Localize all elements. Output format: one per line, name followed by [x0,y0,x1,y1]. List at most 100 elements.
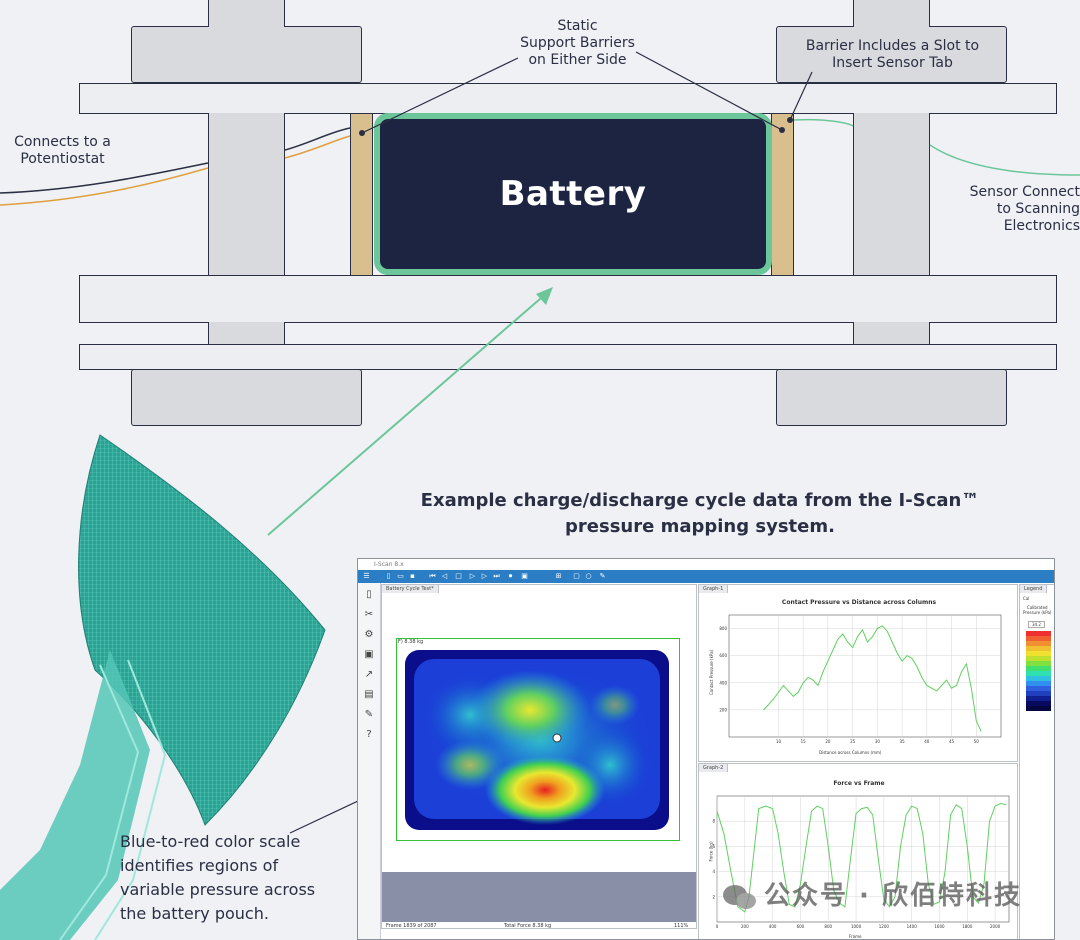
pencil-icon[interactable]: ✎ [364,709,374,720]
next-frame-icon[interactable]: ▷ [481,572,488,580]
y-tick-label: 400 [719,680,727,685]
y-tick-label: 800 [719,626,727,631]
window-title: I-Scan 8.x [358,559,1054,570]
x-tick-label: 1000 [851,924,862,929]
document-icon[interactable]: ▯ [366,589,372,600]
legend-color-cell [1026,686,1051,691]
force-label: F) 8.38 kg [398,639,424,645]
legend-color-cell [1026,661,1051,666]
pressure-map [405,650,669,830]
plot-frame [728,614,1002,738]
legend-color-cell [1026,651,1051,656]
x-tick-label: 40 [924,739,930,744]
movie-panel: Battery Cycle Test* F) 8.38 kg Frame 183… [381,584,697,929]
left-toolbar: ▯ ✂ ⚙ ▣ ↗ ▤ ✎ ? [358,583,381,939]
watermark: 公众号 · 欣佰特科技 [722,875,1022,912]
y-tick-label: 8 [712,819,715,824]
rect-select-icon[interactable]: ▢ [573,572,580,580]
save-icon[interactable]: ▪ [410,572,415,580]
graph1-tab[interactable]: Graph-1 [699,585,729,593]
left-post-lower [208,322,285,345]
grid-view-icon[interactable]: ⊞ [555,572,562,580]
battery-label: Battery [499,174,647,214]
leader-slot [789,71,813,121]
graph2-title: Force vs Frame [833,780,885,787]
sensor-note: Sensor Connect to Scanning Electronics [969,184,1080,234]
x-tick-label: 800 [824,924,832,929]
bottom-left-clamp-block [131,369,362,426]
graph2-ylabel: Force (kg) [708,841,714,862]
top-plate [79,83,1057,114]
legend-color-cell [1026,691,1051,696]
graph-icon[interactable]: ↗ [364,669,374,680]
x-tick-label: 10 [776,739,782,744]
slot-note: Barrier Includes a Slot to Insert Sensor… [805,38,980,71]
legend-color-cell [1026,631,1051,636]
x-tick-label: 1600 [934,924,945,929]
legend-color-cell [1026,696,1051,701]
wechat-icon [723,884,756,909]
right-post-lower [853,322,930,345]
legend-color-cell [1026,701,1051,706]
legend-color-cell [1026,656,1051,661]
left-post-top [208,0,285,27]
potentiostat-wire-orange [0,135,351,206]
legend-tab[interactable]: Legend [1020,585,1048,593]
x-tick-label: 30 [875,739,881,744]
legend-value: 34.2 [1028,621,1045,628]
legend-color-cell [1026,646,1051,651]
ellipse-select-icon[interactable]: ○ [585,572,592,580]
x-tick-label: 25 [850,739,856,744]
y-tick-label: 6 [712,844,715,849]
legend-color-cell [1026,706,1051,711]
graph2-tab[interactable]: Graph-2 [699,764,729,772]
graph1-xlabel: Distance across Columns (mm) [819,750,882,755]
settings-icon[interactable]: ⚙ [364,629,374,640]
x-tick-label: 15 [801,739,807,744]
x-tick-label: 35 [900,739,906,744]
last-frame-icon[interactable]: ⏭ [493,572,500,580]
x-tick-label: 20 [825,739,831,744]
graph1-title: Contact Pressure vs Distance across Colu… [781,599,937,606]
record-icon[interactable]: ⏺ [508,572,513,580]
image-icon[interactable]: ▣ [364,649,374,660]
x-tick-label: 45 [949,739,955,744]
x-tick-label: 200 [741,924,749,929]
x-tick-label: 1800 [962,924,973,929]
open-folder-icon[interactable]: ▭ [397,572,404,580]
movie-tab[interactable]: Battery Cycle Test* [382,585,439,593]
base-plate [79,344,1057,370]
picture-icon[interactable]: ▤ [364,689,374,700]
legend-color-cell [1026,636,1051,641]
pressure-sensor-film-image [0,434,326,940]
color-scale-note: Blue-to-red color scale identifies regio… [120,832,316,923]
menu-icon[interactable]: ☰ [363,572,370,580]
right-post-middle [853,113,930,276]
prev-frame-icon[interactable]: ◁ [441,572,448,580]
new-file-icon[interactable]: ▯ [386,572,391,580]
help-icon[interactable]: ? [366,729,372,740]
lasso-icon[interactable]: ✎ [599,572,606,580]
series-line [763,625,982,732]
stop-icon[interactable]: □ [455,572,462,580]
sensor-pointer-arrow [267,291,549,536]
play-icon[interactable]: ▷ [469,572,476,580]
y-tick-label: 600 [719,653,727,658]
potentiostat-wire-dark [0,127,351,194]
wrench-icon[interactable]: ✂ [364,609,374,620]
lower-plate [79,275,1057,323]
zoom-status: 111% [674,923,689,929]
static-barriers-note: Static Support Barriers on Either Side [520,18,635,68]
sensor-wire [793,118,1080,176]
left-post-middle [208,113,285,276]
x-tick-label: 0 [716,924,719,929]
battery: Battery [374,113,772,275]
frame-status: Frame 1839 of 2087 [386,923,437,929]
x-tick-label: 1200 [879,924,890,929]
x-tick-label: 400 [769,924,777,929]
first-frame-icon[interactable]: ⏮ [429,572,436,580]
camera-icon[interactable]: ▣ [521,572,528,580]
legend-cal: Cal [1023,596,1030,601]
